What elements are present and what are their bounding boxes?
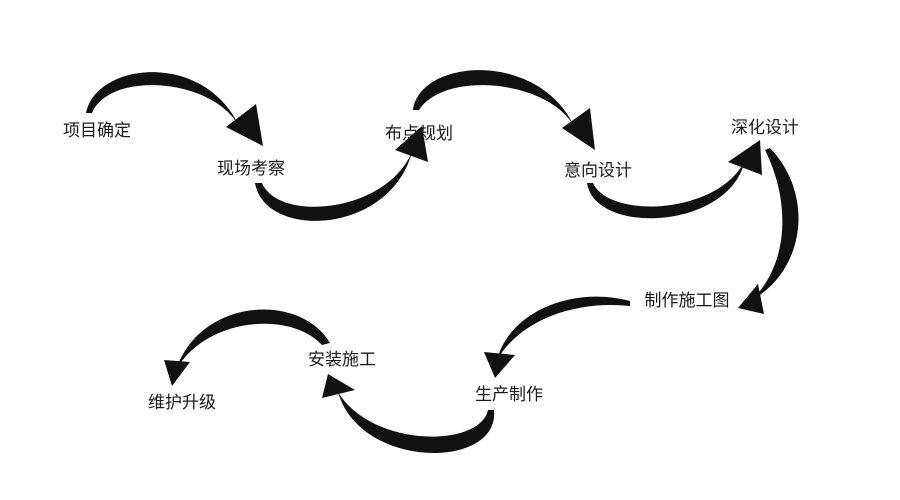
step-installation: 安装施工 <box>308 350 376 370</box>
arrow-2-survey-to-planning <box>255 126 428 221</box>
step-production: 生产制作 <box>475 385 543 405</box>
arrow-5-detail-to-drawings <box>738 148 799 314</box>
step-project-confirmation: 项目确定 <box>63 121 131 141</box>
arrow-6-drawings-to-production <box>484 296 630 378</box>
step-concept-design: 意向设计 <box>564 161 632 181</box>
arrow-3-planning-to-concept <box>413 70 595 150</box>
arrow-4-concept-to-detail <box>587 140 762 219</box>
step-site-survey: 现场考察 <box>217 159 285 179</box>
arrow-7-production-to-install <box>322 374 495 453</box>
arrow-8-install-to-maintenance <box>164 309 330 386</box>
step-detailed-design: 深化设计 <box>731 118 799 138</box>
step-construction-drawings: 制作施工图 <box>644 291 730 311</box>
arrow-1-project-to-survey <box>86 72 263 146</box>
step-layout-planning: 布点规划 <box>385 124 453 144</box>
step-maintenance-upgrade: 维护升级 <box>148 393 216 413</box>
